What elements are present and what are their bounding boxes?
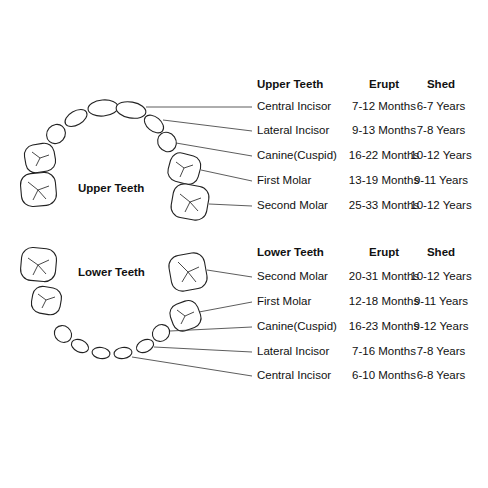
table-cell: 10-12 Years — [410, 149, 471, 163]
upper-arch — [20, 99, 211, 222]
table-cell: Central Incisor — [257, 369, 331, 383]
arch-label: Upper Teeth — [78, 182, 144, 196]
table-cell: 16-23 Months — [349, 320, 419, 334]
table-cell: 7-8 Years — [417, 345, 466, 359]
table-cell: Canine(Cuspid) — [257, 320, 337, 334]
table-cell: 16-22 Months — [349, 149, 419, 163]
table-cell: 7-12 Months — [352, 100, 416, 114]
table-cell: Lateral Incisor — [257, 345, 329, 359]
table-cell: Canine(Cuspid) — [257, 149, 337, 163]
table-cell: 9-13 Months — [352, 124, 416, 138]
table-cell: Lateral Incisor — [257, 124, 329, 138]
table-cell: 12-18 Months — [349, 295, 419, 309]
column-header: Erupt — [369, 246, 399, 260]
table-cell: Second Molar — [257, 199, 328, 213]
table-cell: 10-12 Years — [410, 199, 471, 213]
table-cell: 6-10 Months — [352, 369, 416, 383]
table-cell: 9-12 Years — [414, 320, 469, 334]
column-header: Lower Teeth — [257, 246, 324, 260]
table-cell: Second Molar — [257, 270, 328, 284]
table-cell: 9-11 Years — [414, 295, 468, 309]
table-cell: 7-8 Years — [417, 124, 466, 138]
arch-label: Lower Teeth — [78, 266, 145, 280]
column-header: Shed — [427, 246, 455, 260]
table-cell: 20-31 Months — [349, 270, 419, 284]
column-header: Erupt — [369, 78, 399, 92]
table-cell: 7-16 Months — [352, 345, 416, 359]
table-cell: First Molar — [257, 295, 311, 309]
lower-arch — [20, 247, 209, 360]
table-cell: 25-33 Months — [349, 199, 419, 213]
table-cell: 10-12 Years — [410, 270, 471, 284]
table-cell: 9-11 Years — [414, 174, 468, 188]
table-cell: 13-19 Months — [349, 174, 419, 188]
table-cell: 6-8 Years — [417, 369, 466, 383]
column-header: Shed — [427, 78, 455, 92]
table-cell: First Molar — [257, 174, 311, 188]
table-cell: 6-7 Years — [417, 100, 466, 114]
leader-lines — [132, 107, 252, 376]
table-cell: Central Incisor — [257, 100, 331, 114]
column-header: Upper Teeth — [257, 78, 323, 92]
